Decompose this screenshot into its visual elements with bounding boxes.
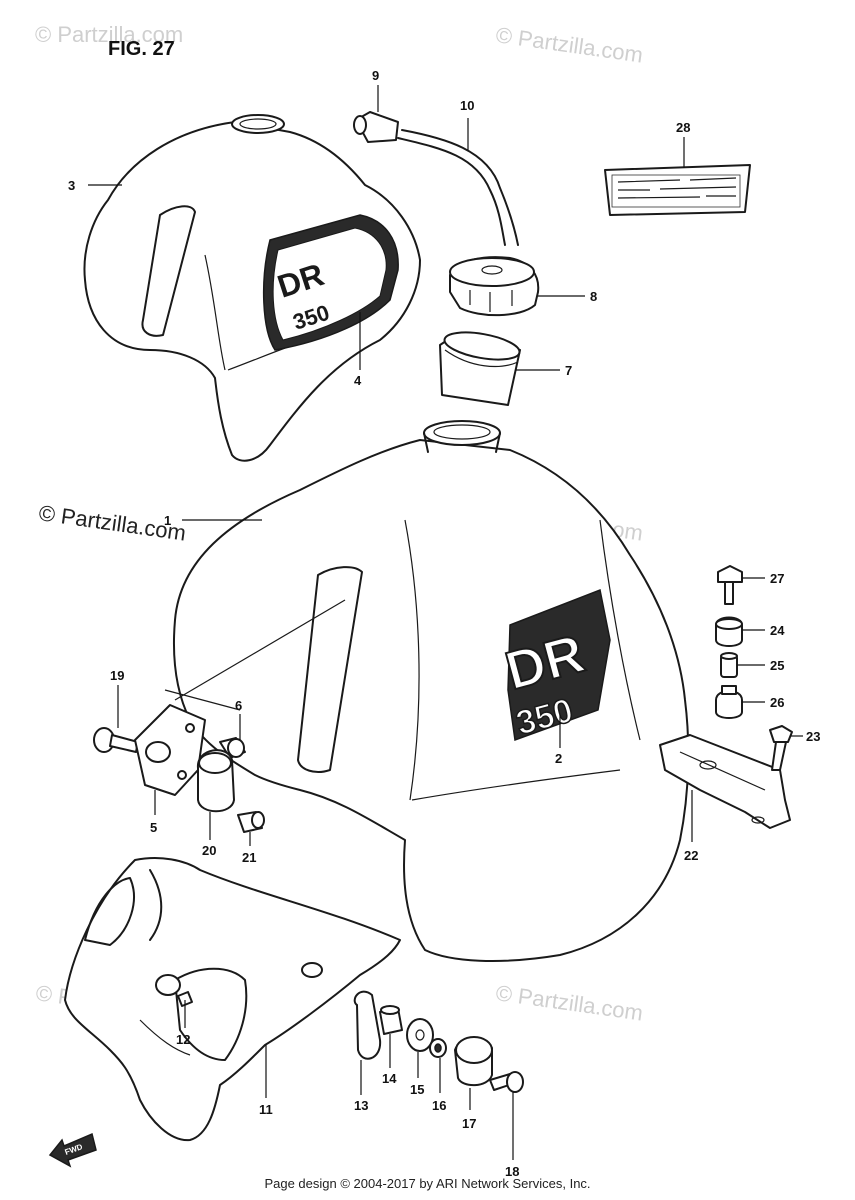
bolt-19	[93, 727, 139, 753]
callout-17: 17	[462, 1116, 476, 1131]
callout-11: 11	[259, 1102, 273, 1117]
cushion-20	[196, 749, 235, 813]
callout-7: 7	[565, 363, 572, 378]
bolt-23	[769, 725, 793, 771]
callout-15: 15	[410, 1082, 424, 1097]
bolt-27	[717, 565, 743, 605]
main-fuel-tank: DR 350	[164, 420, 690, 963]
cap-ring	[439, 331, 521, 406]
figure-title: FIG. 27	[108, 38, 175, 60]
callout-8: 8	[590, 289, 597, 304]
callout-1: 1	[164, 513, 171, 528]
callout-18: 18	[505, 1164, 519, 1179]
watermark-top-left: © Partzilla.com	[35, 22, 183, 47]
watermark-top-right: © Partzilla.com	[494, 22, 644, 67]
callout-19: 19	[110, 668, 124, 683]
nut-16	[429, 1038, 447, 1058]
callout-26: 26	[770, 695, 784, 710]
callout-22: 22	[684, 848, 698, 863]
callout-28: 28	[676, 120, 690, 135]
grommet-12	[155, 974, 193, 1007]
grommet-24	[715, 616, 743, 647]
callout-13: 13	[354, 1098, 368, 1113]
fwd-arrow: FWD	[48, 1132, 97, 1168]
callout-5: 5	[150, 820, 157, 835]
callout-2: 2	[555, 751, 562, 766]
callout-10: 10	[460, 98, 474, 113]
bolt-6	[219, 737, 246, 759]
upper-fuel-tank: DR 350	[83, 114, 421, 462]
callout-9: 9	[372, 68, 379, 83]
callout-4: 4	[354, 373, 362, 388]
callout-6: 6	[235, 698, 242, 713]
cushion-17	[454, 1036, 493, 1087]
collar-25	[720, 652, 738, 678]
bolt-18	[489, 1071, 524, 1093]
callout-27: 27	[770, 571, 784, 586]
page-footer: Page design © 2004-2017 by ARI Network S…	[264, 1176, 591, 1191]
callout-12: 12	[176, 1032, 190, 1047]
washer-15	[406, 1018, 434, 1052]
bracket-5	[134, 704, 206, 796]
callout-16: 16	[432, 1098, 446, 1113]
warning-label	[604, 164, 751, 216]
watermark-bottom-right: © Partzilla.com	[494, 980, 644, 1025]
callout-23: 23	[806, 729, 820, 744]
callout-25: 25	[770, 658, 784, 673]
vent-hose	[353, 111, 519, 246]
callouts: 1 2 3 4 5 6 7 8 9 10 11 12 13 14 15 16 1	[68, 68, 820, 1179]
callout-3: 3	[68, 178, 75, 193]
clamp-13	[353, 990, 382, 1060]
callout-14: 14	[382, 1071, 397, 1086]
tank-shroud	[64, 857, 401, 1142]
fuel-cap	[449, 256, 540, 317]
callout-24: 24	[770, 623, 785, 638]
cushion-26	[715, 685, 743, 719]
callout-21: 21	[242, 850, 256, 865]
rear-bracket	[659, 734, 791, 829]
callout-20: 20	[202, 843, 216, 858]
collar-21	[237, 811, 265, 833]
collar-14	[379, 1005, 403, 1035]
